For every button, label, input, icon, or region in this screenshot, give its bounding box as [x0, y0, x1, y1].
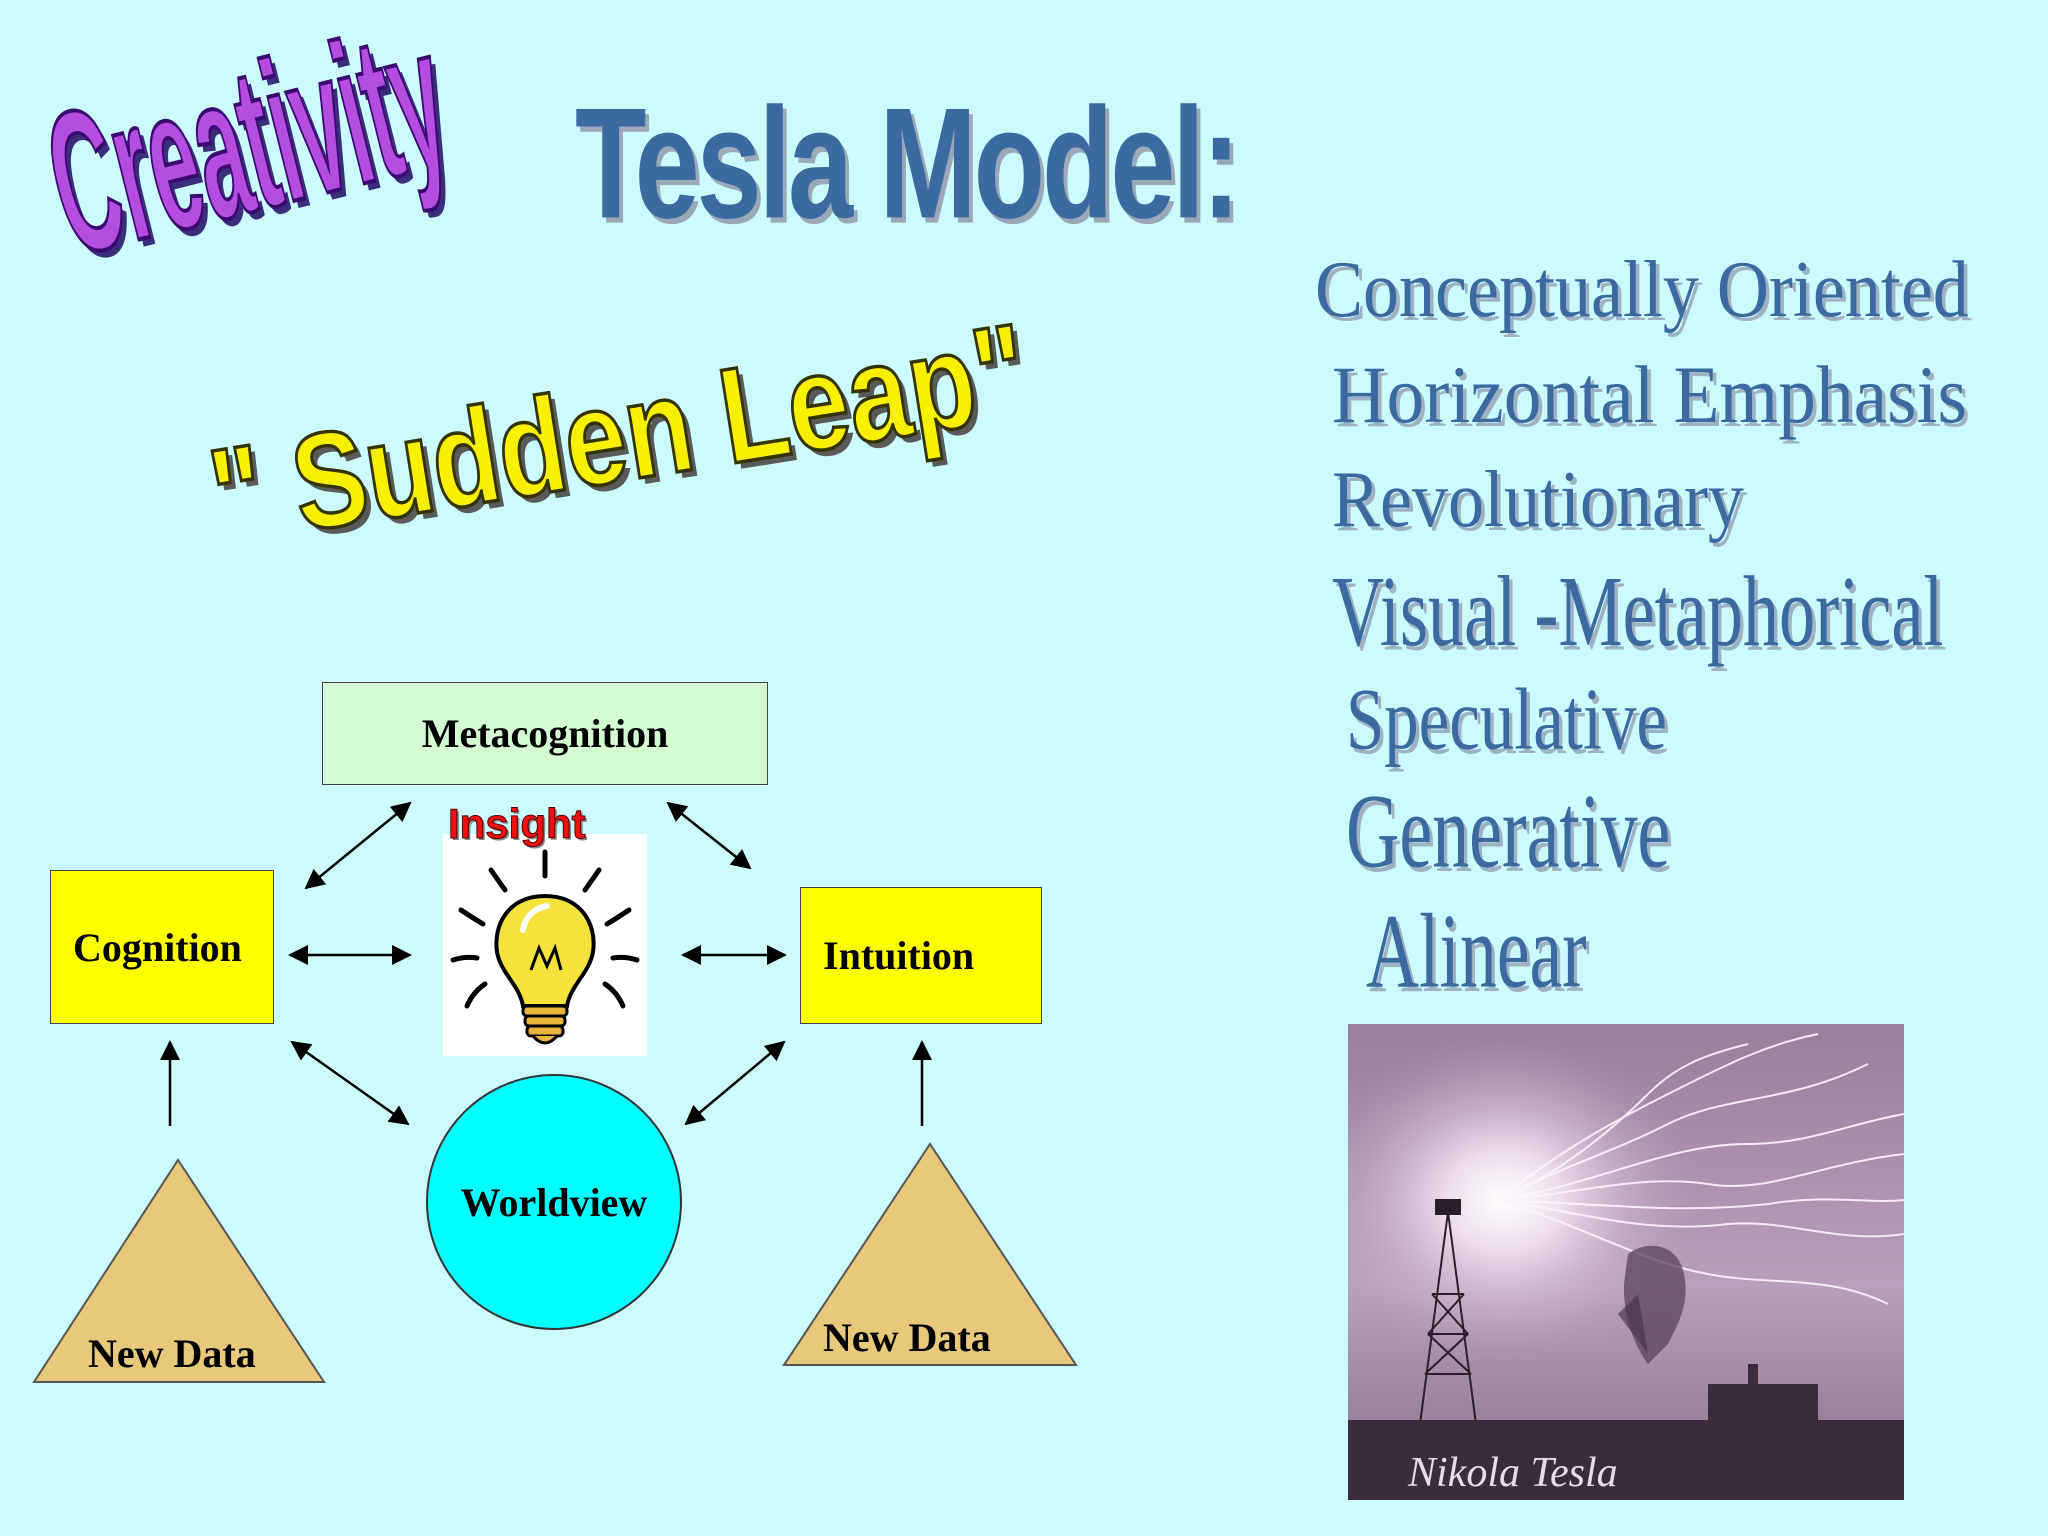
svg-text:Nikola Tesla: Nikola Tesla — [1407, 1450, 1618, 1496]
tesla-photo: Nikola Tesla — [1348, 1024, 1905, 1500]
trait-item: Alinear — [1366, 892, 1587, 1010]
new-data-triangle-left — [32, 1158, 326, 1383]
arrow-intuition-worldview — [684, 1040, 786, 1126]
tesla-signature: Nikola Tesla — [1407, 1450, 1618, 1496]
metacognition-box: Metacognition — [322, 682, 768, 785]
metacognition-label: Metacognition — [421, 711, 669, 756]
trait-item: Visual -Metaphorical — [1332, 556, 1944, 668]
arrow-meta-cognition — [304, 801, 412, 890]
new-data-triangle-right — [782, 1142, 1078, 1366]
slide-title: Tesla Model: — [575, 74, 1241, 251]
new-data-label-right: New Data — [823, 1315, 991, 1360]
trait-item: Revolutionary — [1332, 456, 1744, 544]
trait-item: Horizontal Emphasis — [1332, 349, 1967, 440]
cognition-box: Cognition — [50, 870, 274, 1024]
lightbulb-icon — [450, 849, 640, 1045]
new-data-label-left: New Data — [88, 1331, 256, 1376]
tesla-lightning-image: Nikola Tesla — [1348, 1024, 1905, 1500]
arrow-meta-intuition — [666, 801, 752, 870]
trait-item: Conceptually Oriented — [1315, 246, 1969, 334]
cognition-label: Cognition — [73, 924, 242, 970]
intuition-label: Intuition — [823, 933, 975, 978]
arrow-cognition-worldview — [290, 1040, 410, 1126]
worldview-label: Worldview — [460, 1179, 648, 1225]
trait-item: Generative — [1346, 774, 1671, 891]
insight-label: Insight — [448, 800, 587, 848]
worldview-circle: Worldview — [426, 1074, 682, 1330]
trait-item: Speculative — [1346, 671, 1667, 769]
intuition-box: Intuition — [800, 887, 1042, 1024]
lightbulb-clipart — [443, 834, 647, 1056]
